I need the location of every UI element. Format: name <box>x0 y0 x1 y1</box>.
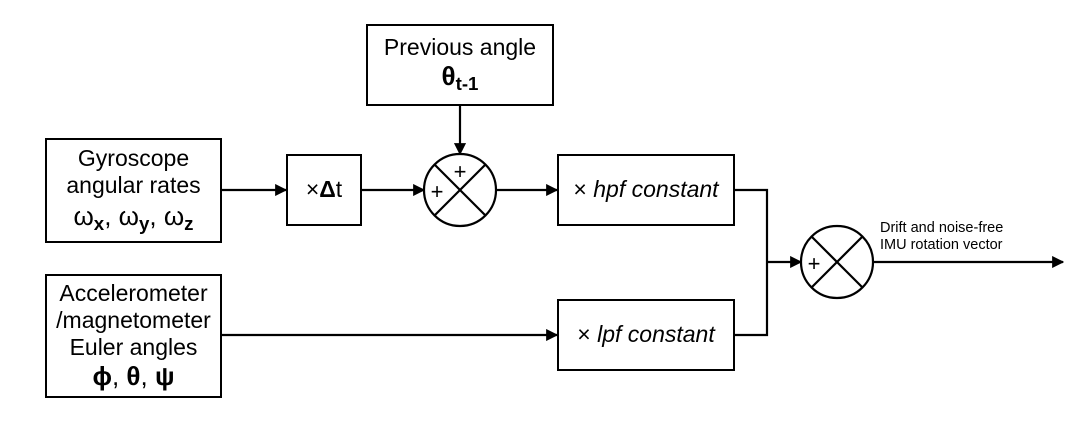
delta-symbol: Δ <box>319 176 336 203</box>
accelerometer-line2: /magnetometer <box>56 307 211 334</box>
theta-subscript: t-1 <box>455 73 479 95</box>
multiply-dt-label: ×Δt <box>305 176 343 203</box>
gyroscope-line1: Gyroscope <box>77 145 190 172</box>
accelerometer-block: Accelerometer /magnetometer Euler angles… <box>45 274 222 398</box>
plus-sign-left: + <box>430 179 444 204</box>
angular-rates-symbols: ωx, ωy, ωz <box>73 201 194 235</box>
gyroscope-block: Gyroscope angular rates ωx, ωy, ωz <box>45 138 222 243</box>
gyroscope-line2: angular rates <box>66 172 201 199</box>
hpf-block: × hpf constant <box>557 154 735 226</box>
output-label-line2: IMU rotation vector <box>880 237 1003 253</box>
output-label-line1: Drift and noise-free <box>880 220 1004 236</box>
hpf-label: × hpf constant <box>573 176 719 203</box>
output-label: Drift and noise-free IMU rotation vector <box>880 220 1003 254</box>
multiply-dt-block: ×Δt <box>286 154 362 226</box>
line-lpf-to-junction <box>735 262 769 337</box>
accelerometer-line3: Euler angles <box>69 334 198 361</box>
summing-junction-top <box>422 152 498 228</box>
summing-junction-output <box>799 224 875 300</box>
theta-previous-symbol: θt-1 <box>442 61 479 95</box>
plus-sign-top: + <box>453 159 467 184</box>
accelerometer-line1: Accelerometer <box>59 279 208 306</box>
lpf-label: × lpf constant <box>577 321 715 348</box>
plus-sign-output-left: + <box>807 251 821 276</box>
omega-z: ωz <box>163 201 194 235</box>
previous-angle-block: Previous angle θt-1 <box>366 24 554 106</box>
omega-x: ωx <box>73 201 105 235</box>
theta-main: θ <box>441 61 456 92</box>
lpf-block: × lpf constant <box>557 299 735 371</box>
previous-angle-label: Previous angle <box>383 34 537 61</box>
euler-angle-symbols: ϕ, θ, ψ <box>92 361 175 392</box>
omega-y: ωy <box>118 201 150 235</box>
line-hpf-to-junction <box>735 188 769 262</box>
